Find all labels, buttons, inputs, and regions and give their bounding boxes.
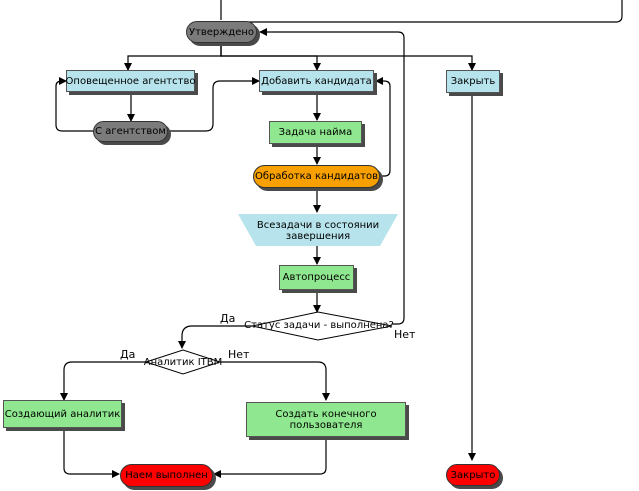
- closed-label: Закрыто: [450, 469, 496, 481]
- hiring-done-node[interactable]: Наем выполнен: [120, 464, 213, 487]
- edge-agency-loop-left: [55, 77, 94, 132]
- status-no-label: Нет: [394, 328, 416, 341]
- autoprocess-node[interactable]: Автопроцесс: [279, 265, 354, 290]
- edge-approved-to-add: [220, 44, 321, 71]
- all-tasks-line1: Всезадачи в состоянии: [256, 220, 380, 231]
- create-end-user-line2: пользователя: [289, 419, 363, 431]
- hiring-task-node[interactable]: Задача найма: [269, 121, 362, 144]
- task-status-question: Статус задачи - выполнена?: [244, 320, 394, 331]
- edge-creating-to-done: [63, 428, 120, 478]
- closed-node[interactable]: Закрыто: [446, 464, 500, 486]
- all-tasks-text: Всезадачи в состоянии завершения: [238, 220, 398, 242]
- hiring-done-label: Наем выполнен: [125, 470, 208, 481]
- edge-enduser-to-done: [213, 438, 327, 478]
- edge-approved-to-close: [220, 44, 476, 71]
- add-candidate-label: Добавить кандидата: [261, 75, 372, 87]
- status-diamond-shape: [251, 311, 393, 341]
- edge-agency-to-add: [168, 77, 260, 132]
- add-candidate-node[interactable]: Добавить кандидата: [259, 70, 374, 92]
- create-end-user-node[interactable]: Создать конечного пользователя: [246, 402, 406, 437]
- edge-top-right-loop: [226, 0, 623, 23]
- analyst-itbm-question: Аналитик ITBM: [143, 357, 223, 368]
- creating-analyst-node[interactable]: Создающий аналитик: [3, 400, 122, 428]
- with-agency-label: С агентством: [95, 126, 166, 137]
- autoprocess-label: Автопроцесс: [282, 272, 351, 283]
- analyst-diamond-shape: [144, 349, 222, 375]
- edge-status-no-loop: [259, 28, 405, 325]
- with-agency-node[interactable]: С агентством: [93, 121, 168, 142]
- creating-analyst-label: Создающий аналитик: [4, 408, 121, 420]
- close-node[interactable]: Закрыть: [446, 70, 500, 93]
- edge-status-yes: [178, 325, 252, 349]
- status-yes-label: Да: [220, 312, 236, 325]
- analyst-yes-label: Да: [120, 348, 136, 361]
- all-tasks-trapezoid-shape: [238, 214, 398, 246]
- hiring-task-label: Задача найма: [278, 127, 353, 138]
- approved-node[interactable]: Утверждено: [186, 21, 257, 43]
- edge-approved-to-notified: [124, 44, 222, 71]
- all-tasks-line2: завершения: [285, 231, 351, 242]
- processing-candidates-label: Обработка кандидатов: [255, 171, 378, 182]
- analyst-no-label: Нет: [228, 348, 250, 361]
- edge-processing-loop: [375, 77, 391, 177]
- processing-candidates-node[interactable]: Обработка кандидатов: [253, 165, 380, 188]
- notified-agency-node[interactable]: Оповещенное агентство: [66, 70, 195, 92]
- notified-agency-label: Оповещенное агентство: [65, 75, 196, 87]
- edge-analyst-yes: [60, 361, 146, 401]
- close-label: Закрыть: [450, 76, 496, 87]
- edge-analyst-no: [220, 361, 330, 401]
- create-end-user-line1: Создать конечного: [275, 408, 377, 420]
- approved-label: Утверждено: [188, 26, 255, 38]
